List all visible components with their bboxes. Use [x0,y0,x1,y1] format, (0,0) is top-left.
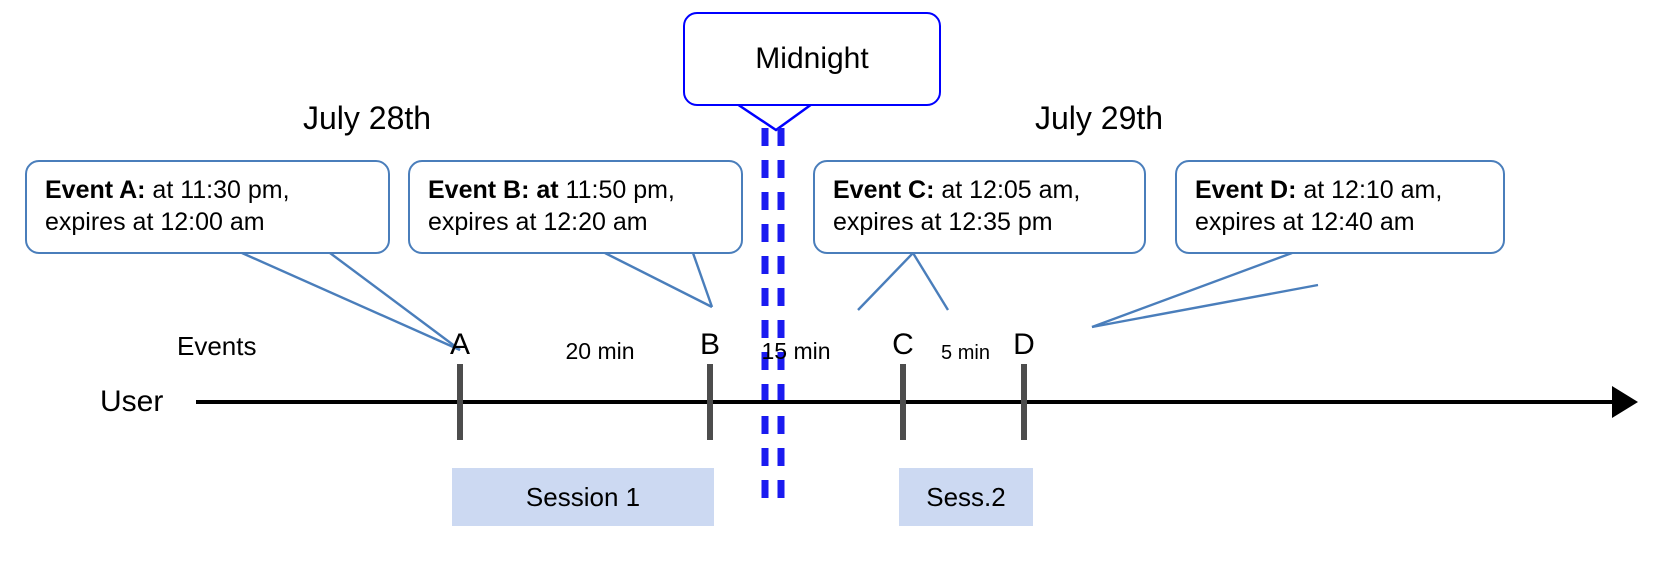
timeline-axis [196,386,1638,418]
event-letter-b: B [699,328,720,361]
gap-label-b-c: 15 min [761,338,831,364]
callout-event-c: Event C: at 12:05 am, expires at 12:35 p… [813,160,1146,254]
gap-label-a-b: 20 min [565,338,635,364]
callout-b-line1: Event B: at 11:50 pm, [428,176,675,204]
midnight-callout: Midnight [683,12,941,106]
callout-a-line1: Event A: at 11:30 pm, [45,176,290,204]
session-box-1: Session 1 [452,468,714,526]
session-box-2: Sess.2 [899,468,1033,526]
callout-c-tail [857,252,950,311]
event-letter-a: A [449,328,470,361]
callout-d-line1: Event D: at 12:10 am, [1195,176,1443,204]
midnight-divider-line [761,128,785,500]
date-label-july-28: July 28th [303,100,432,136]
event-letter-d: D [1013,328,1035,361]
callout-a-tail [241,251,461,352]
callout-c-line1: Event C: at 12:05 am, [833,176,1081,204]
gap-label-c-d: 5 min [941,342,990,364]
callout-b-tail [604,251,714,309]
midnight-callout-tail [736,102,813,132]
callout-c-line2: expires at 12:35 pm [833,208,1053,236]
callout-event-a: Event A: at 11:30 pm, expires at 12:00 a… [25,160,390,254]
event-letter-c: C [892,328,914,361]
callout-event-d: Event D: at 12:10 am, expires at 12:40 a… [1175,160,1505,254]
user-row-label: User [100,385,164,418]
callout-b-line2: expires at 12:20 am [428,208,648,236]
midnight-label: Midnight [755,42,869,75]
events-row-label: Events [177,331,257,361]
callout-d-tail [1091,251,1319,329]
callout-d-line2: expires at 12:40 am [1195,208,1415,236]
callout-a-line2: expires at 12:00 am [45,208,265,236]
date-label-july-29: July 29th [1035,100,1164,136]
event-ticks [457,364,1027,440]
callout-event-b: Event B: at 11:50 pm, expires at 12:20 a… [408,160,743,254]
